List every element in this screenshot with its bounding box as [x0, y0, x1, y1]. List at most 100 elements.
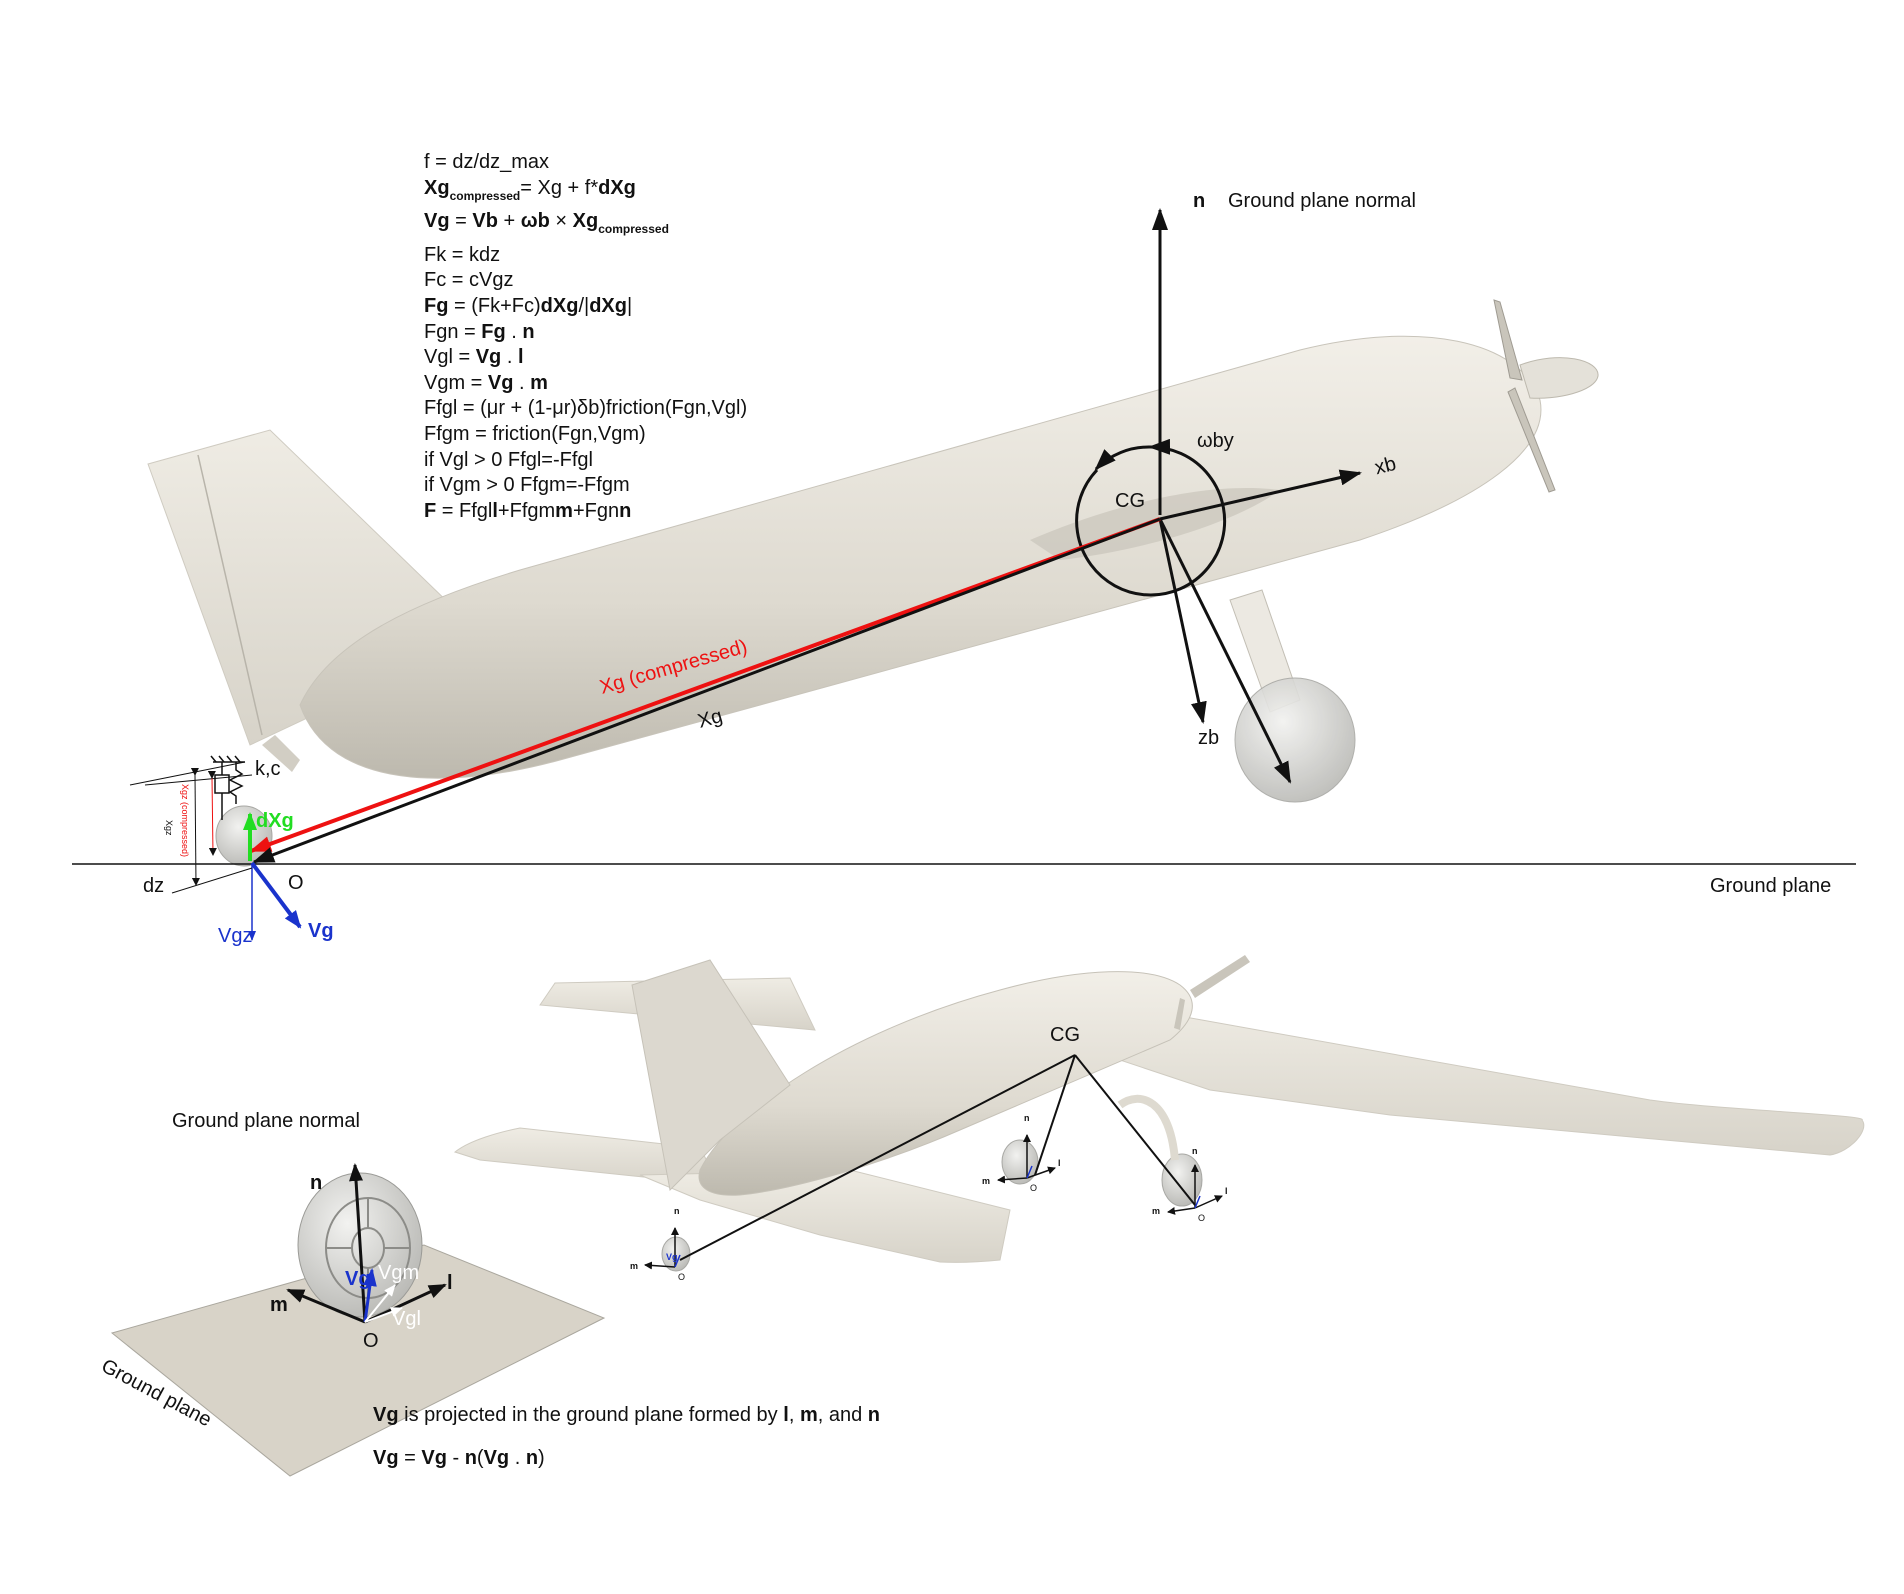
dimension-lines — [129, 761, 253, 894]
eq-text: n — [619, 499, 632, 522]
zb-label: zb — [1198, 727, 1220, 749]
note-text: ) — [538, 1447, 545, 1469]
eq-text: . — [505, 320, 523, 343]
xgz-compressed-label: Xgz (compressed) — [180, 784, 190, 857]
dxg-label: dXg — [256, 810, 294, 832]
small-l-label: l — [1225, 1186, 1228, 1196]
eq-text: Vb — [472, 210, 498, 233]
eq-text: l — [517, 346, 524, 369]
vg-vector — [250, 861, 302, 929]
dz-label: dz — [143, 875, 165, 897]
eq-text: Xg — [424, 176, 450, 199]
projection-note: Vg is projected in the ground plane form… — [373, 1404, 880, 1427]
eq-text: × — [549, 210, 573, 233]
cg-bottom-label: CG — [1050, 1024, 1080, 1046]
ground-plane-label: Ground plane — [1710, 875, 1832, 897]
eq-line-2: Xgcompressed= Xg + f*dXg — [424, 176, 747, 210]
note-text: n — [464, 1447, 477, 1469]
eq-line-7: Fgn = Fg . n — [424, 320, 747, 346]
eq-text: Vgm = — [424, 371, 488, 394]
propeller — [1493, 299, 1556, 493]
note-text: Vg — [373, 1404, 399, 1426]
small-l-label: l — [1058, 1158, 1061, 1168]
note-text: m — [799, 1404, 818, 1426]
eq-text: = — [449, 210, 473, 233]
equation-block: f = dz/dz_max Xgcompressed= Xg + f*dXg V… — [424, 150, 747, 524]
projection-equation: Vg = Vg - n(Vg . n) — [373, 1447, 545, 1470]
vgz-label: Vgz — [218, 925, 253, 947]
eq-text: +Ffgm — [497, 499, 556, 522]
eq-text: Fgn = — [424, 320, 482, 343]
small-o-label: O — [678, 1272, 686, 1282]
note-text: ( — [476, 1447, 484, 1469]
eq-line-5: Fc = cVgz — [424, 268, 747, 294]
vg-label: Vg — [308, 920, 334, 942]
eq-text: n — [522, 320, 535, 343]
side-view-aircraft — [147, 299, 1599, 867]
kc-label: k,c — [255, 758, 281, 780]
eq-text: Ffgm = friction(Fgn,Vgm) — [424, 422, 646, 445]
eq-line-3: Vg = Vb + ωb × Xgcompressed — [424, 209, 747, 243]
eq-text: f = dz/dz_max — [424, 151, 550, 173]
inset-vgm-label: Vgm — [378, 1262, 420, 1284]
small-n-label: n — [674, 1206, 680, 1216]
eq-line-13: if Vgm > 0 Ffgm=-Ffgm — [424, 473, 747, 499]
inset-o-label: O — [363, 1330, 379, 1352]
eq-text: F — [424, 499, 437, 522]
eq-text: +Fgn — [572, 499, 620, 522]
eq-text: . — [513, 371, 531, 394]
small-n-label: n — [1192, 1146, 1198, 1156]
eq-text: if Vgm > 0 Ffgm=-Ffgm — [424, 474, 630, 497]
fuselage — [299, 335, 1542, 779]
inset-vgl-label: Vgl — [392, 1308, 421, 1330]
eq-text: . — [501, 346, 518, 369]
note-text: = — [398, 1447, 422, 1469]
note-text: n — [867, 1404, 880, 1426]
note-text: - — [446, 1447, 465, 1469]
inset-vg-label: Vg — [345, 1268, 371, 1290]
eq-text: Vgl = — [424, 346, 476, 369]
eq-text: Fg — [424, 294, 449, 317]
eq-text: /| — [578, 294, 590, 317]
eq-text: dXg — [589, 294, 627, 317]
inset-axes — [286, 1163, 447, 1324]
eq-text: | — [627, 294, 633, 317]
xg-compressed-vector — [249, 517, 1161, 853]
eq-text: Fc = cVgz — [424, 269, 514, 292]
eq-text: Xg — [572, 210, 599, 233]
cg-main-wheel-arrow — [1158, 518, 1292, 784]
eq-text: Vg — [424, 210, 450, 233]
nose-spinner — [1519, 357, 1599, 399]
main-wheel — [1234, 677, 1356, 803]
note-text: , and — [817, 1404, 868, 1426]
eq-line-1: f = dz/dz_max — [424, 150, 747, 176]
eq-text: Ffgl = (μr + (1-μr)δb)friction(Fgn,Vgl) — [424, 397, 748, 420]
small-vg-label: Vg — [666, 1252, 678, 1262]
xgz-label: Xgz — [164, 820, 174, 836]
inset-m-label: m — [270, 1294, 288, 1316]
note-text: n — [525, 1447, 539, 1469]
note-text: . — [509, 1447, 526, 1469]
note-text: is projected in the ground plane formed … — [398, 1404, 784, 1426]
cg-gear-lines — [679, 1054, 1196, 1261]
note-text: Vg — [373, 1447, 399, 1469]
eq-text: = Xg + f* — [520, 176, 599, 199]
eq-text: dXg — [540, 294, 579, 317]
eq-text: if Vgl > 0 Ffgl=-Ffgl — [424, 448, 593, 471]
inset-normal-label: Ground plane normal — [172, 1110, 360, 1132]
eq-line-8: Vgl = Vg . l — [424, 345, 747, 371]
perspective-aircraft — [453, 955, 1865, 1272]
eq-line-11: Ffgm = friction(Fgn,Vgm) — [424, 422, 747, 448]
eq-text: m — [555, 499, 573, 522]
eq-text: compressed — [449, 188, 521, 203]
small-n-label: n — [1024, 1113, 1030, 1123]
small-o-label: O — [1198, 1213, 1206, 1223]
ground-plane-normal-label: Ground plane normal — [1228, 190, 1416, 212]
normal-n-label: n — [1193, 190, 1206, 212]
small-m-label: m — [982, 1176, 991, 1186]
eq-line-14: F = Ffgll+Ffgmm+Fgnn — [424, 499, 747, 525]
small-m-label: m — [630, 1261, 639, 1271]
note-text: l — [783, 1404, 789, 1426]
eq-text: Vg — [487, 371, 514, 394]
